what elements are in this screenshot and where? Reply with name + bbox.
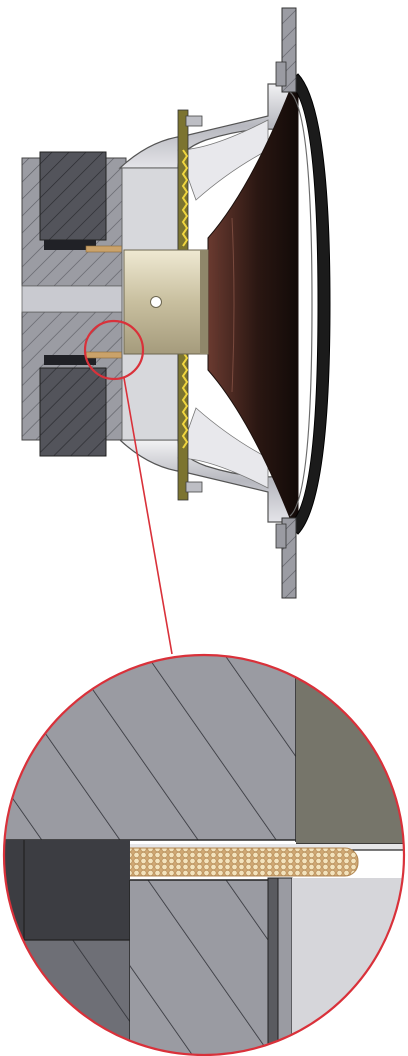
pole-piece-vent [21,285,127,313]
vent-hole [150,296,162,308]
detail-callout-circle [83,319,145,381]
callout-leader-line [123,377,173,655]
speaker-assembly [21,7,331,599]
magnet-structure [21,151,133,457]
detail-view-border [2,653,406,1056]
detail-top-plate [4,655,296,840]
magnet-upper [39,151,107,241]
voice-coil-former [123,249,209,355]
gap-dark-lower [44,355,96,365]
magnet-lower [39,367,107,457]
surround [287,73,331,535]
detail-magnet [4,840,130,940]
detail-pole-piece [130,880,268,1055]
gap-dark-upper [44,240,96,250]
detail-former-wall [296,668,404,844]
frame-flange [275,7,297,599]
